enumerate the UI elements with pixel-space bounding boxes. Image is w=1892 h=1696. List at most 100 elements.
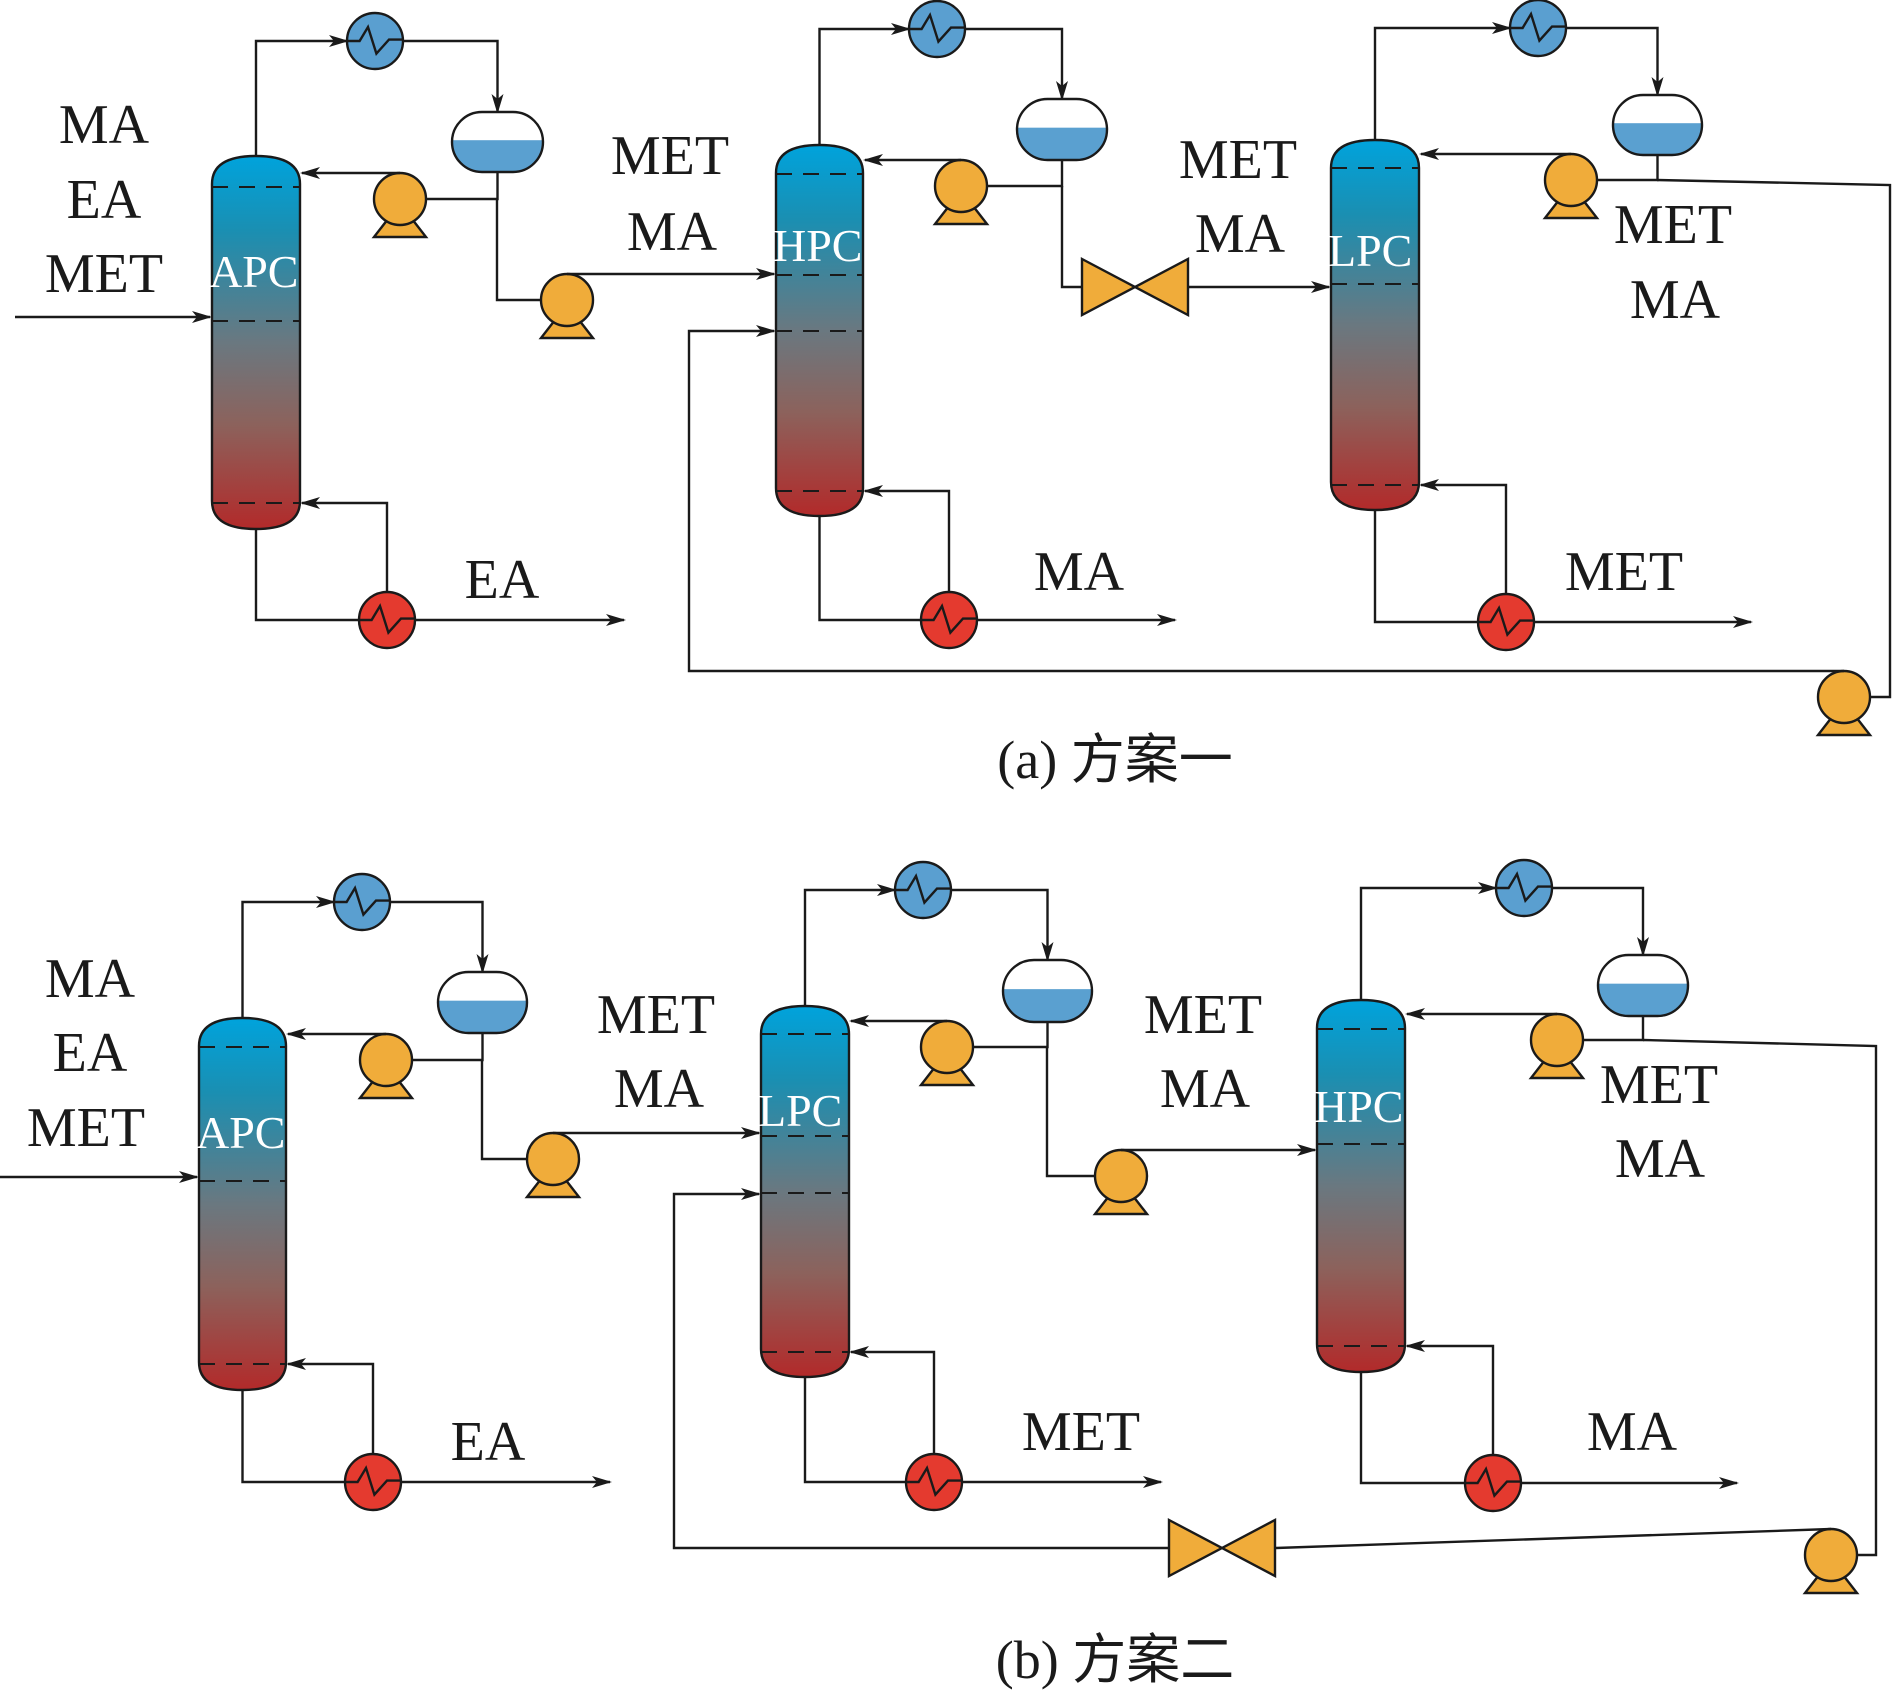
caption-scheme-a: (a) 方案一: [997, 730, 1232, 790]
reboiler-icon: [1463, 1453, 1523, 1513]
pump-body: [1543, 152, 1599, 208]
heat-exchanger-coil-icon: [334, 885, 390, 917]
recycle-line: [687, 325, 1844, 673]
distillate-label-component: MET: [1179, 129, 1297, 191]
heat-exchanger-coil-icon: [347, 24, 403, 56]
reflux-pump-icon: [357, 1032, 415, 1100]
bottoms-line: [241, 1390, 345, 1484]
heat-exchanger-coil-icon: [921, 603, 977, 635]
bottoms-line: [1359, 1372, 1465, 1485]
bottoms-line: [254, 529, 359, 622]
heat-exchanger-coil-icon: [1465, 1466, 1521, 1498]
pressure-valve-icon: [1167, 1518, 1277, 1578]
heat-exchanger-coil-icon: [906, 1465, 962, 1497]
transfer-pump-icon: [538, 272, 596, 340]
condensate-line: [390, 900, 489, 974]
caption-scheme-b: (b) 方案二: [996, 1630, 1234, 1690]
boilup-line: [849, 1346, 936, 1454]
heat-exchanger-coil-icon: [909, 12, 965, 44]
distillate-label-component: MET: [1600, 1054, 1718, 1116]
overhead-vapor-line: [803, 884, 897, 1006]
overhead-vapor-line: [241, 896, 336, 1018]
pump-body: [358, 1032, 414, 1088]
overhead-vapor-line: [254, 35, 349, 156]
bottoms-product-label: MET: [1022, 1401, 1140, 1463]
hpc-distillate-line: [1060, 186, 1082, 289]
pump-body: [1816, 669, 1872, 725]
column-hpc: [1315, 998, 1407, 1374]
pump-body: [1093, 1148, 1149, 1204]
feed-label-component: MET: [45, 243, 163, 305]
boilup-line: [1419, 479, 1508, 594]
bottoms-line: [818, 516, 921, 622]
reflux-pump-icon: [932, 158, 990, 226]
distillate-label-component: MA: [1195, 203, 1286, 265]
recycle-pump-icon: [1815, 669, 1873, 737]
column-shell: [1329, 138, 1421, 512]
reflux-drum: [436, 970, 529, 1035]
condenser-icon: [1494, 858, 1554, 918]
column-shell: [197, 1016, 288, 1392]
column-shell: [1315, 998, 1407, 1374]
feed-label-component: MA: [59, 94, 150, 156]
reflux-pump-icon: [1528, 1012, 1586, 1080]
distillate-label-component: MET: [1614, 194, 1732, 256]
reflux-pump-icon: [371, 171, 429, 239]
distillate-label-component: MA: [1630, 269, 1721, 331]
column-apc: [197, 1016, 288, 1392]
condensate-line: [1552, 886, 1649, 957]
distillate-label-component: MET: [611, 125, 729, 187]
column-label-hpc: HPC: [1314, 1081, 1403, 1132]
pump-body: [1529, 1012, 1585, 1068]
transfer-pump-icon: [524, 1131, 582, 1199]
heat-exchanger-coil-icon: [359, 603, 415, 635]
bottoms-product-label: MA: [1034, 541, 1125, 603]
bottoms-line: [1373, 510, 1478, 624]
condenser-icon: [907, 0, 967, 59]
reflux-pump-icon: [918, 1019, 976, 1087]
column-label-lpc: LPC: [758, 1085, 842, 1136]
distillate-label-component: MA: [614, 1058, 705, 1120]
boilup-line: [286, 1358, 375, 1454]
transfer-pump-icon: [1092, 1148, 1150, 1216]
recycle-line: [672, 1188, 1168, 1550]
recycle-pump-icon: [1802, 1527, 1860, 1595]
lpc-distillate-line: [1656, 178, 1892, 699]
column-lpc: [759, 1004, 851, 1379]
drum-liquid-level: [452, 140, 543, 172]
reboiler-icon: [919, 590, 979, 650]
pump-body: [933, 158, 989, 214]
bottoms-product-label: EA: [451, 1411, 526, 1473]
feed-label-component: EA: [67, 169, 142, 231]
pump-body: [525, 1131, 581, 1187]
reflux-drum: [1001, 958, 1094, 1024]
feed-label-component: EA: [53, 1022, 128, 1084]
heat-exchanger-coil-icon: [1478, 605, 1534, 637]
heat-exchanger-coil-icon: [1510, 11, 1566, 43]
feed-label-component: MA: [45, 948, 136, 1010]
reflux-drum: [1596, 953, 1690, 1018]
reboiler-icon: [357, 590, 417, 650]
reflux-drum: [1611, 93, 1704, 157]
distillate-label-component: MA: [1160, 1058, 1251, 1120]
bottoms-product-label: MET: [1565, 541, 1683, 603]
overhead-vapor-line: [1373, 22, 1512, 140]
bottoms-product-label: MA: [1587, 1401, 1678, 1463]
column-lpc: [1329, 138, 1421, 512]
column-label-hpc: HPC: [773, 220, 862, 271]
condenser-icon: [345, 11, 405, 71]
distillate-label-component: MA: [1615, 1128, 1706, 1190]
recycle-line-segment: [1275, 1527, 1832, 1550]
heat-exchanger-coil-icon: [895, 873, 951, 905]
column-label-apc: APC: [196, 1107, 285, 1158]
overhead-vapor-line: [818, 23, 911, 145]
column-hpc: [774, 143, 865, 518]
distillate-label-component: MA: [627, 201, 718, 263]
condensate-line: [1566, 26, 1664, 97]
reboiler-icon: [343, 1452, 403, 1512]
pump-body: [372, 171, 428, 227]
column-shell: [210, 154, 302, 531]
